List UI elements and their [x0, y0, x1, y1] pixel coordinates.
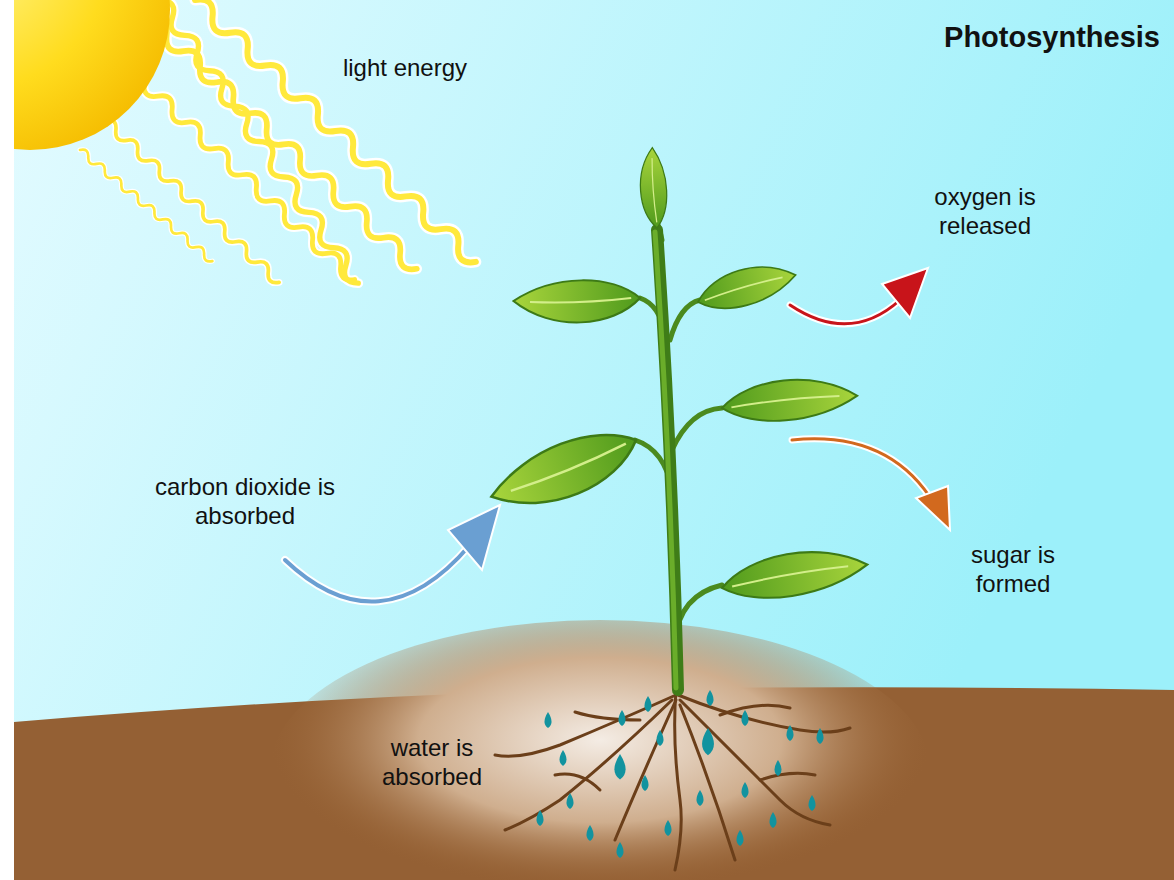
label-text: sugar is formed [948, 541, 1078, 599]
label-text: water is absorbed [362, 734, 502, 792]
label-text: carbon dioxide is absorbed [125, 473, 365, 531]
label-text: oxygen is released [910, 183, 1060, 241]
diagram-title: Photosynthesis [944, 20, 1160, 55]
label-text: light energy [295, 54, 515, 83]
